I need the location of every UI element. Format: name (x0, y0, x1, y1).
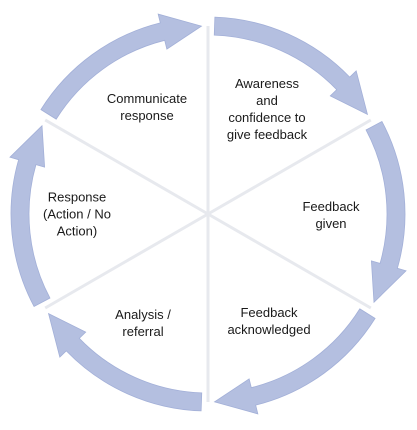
cycle-arrow (213, 16, 369, 116)
stage-label-4: Analysis / referral (115, 307, 171, 339)
segment-divider (44, 118, 209, 216)
stage-label-2: Feedback given (302, 199, 360, 231)
segment-dividers (44, 26, 372, 402)
segment-divider (207, 212, 372, 310)
segment-divider (207, 118, 372, 216)
cycle-arrow (9, 124, 51, 308)
segment-divider (44, 212, 209, 310)
cycle-arrows (9, 13, 407, 415)
cycle-arrow (365, 120, 407, 304)
cycle-arrow (213, 308, 376, 415)
cycle-arrow (40, 13, 203, 120)
stage-label-3: Feedback acknowledged (227, 305, 311, 337)
cycle-arrow (47, 312, 203, 412)
stage-label-5: Response (Action / No Action) (43, 189, 111, 239)
stage-label-1: Awareness and confidence to give feedbac… (226, 76, 308, 142)
stage-label-6: Communicate response (106, 91, 188, 123)
